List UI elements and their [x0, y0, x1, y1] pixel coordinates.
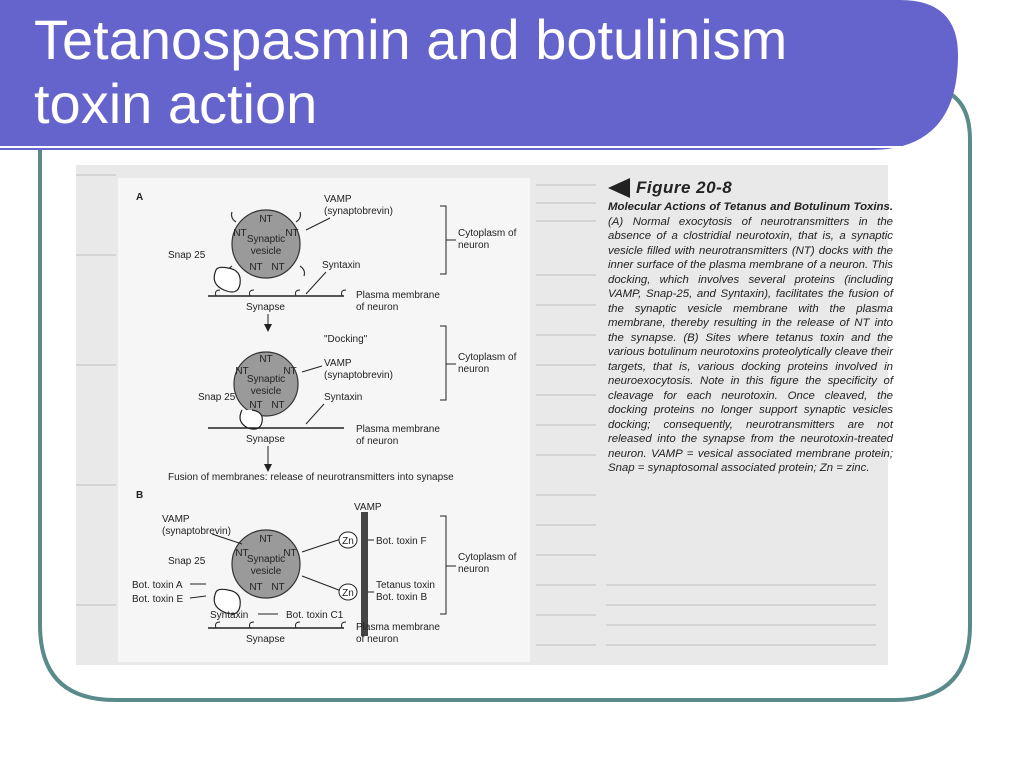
- snap25-label: Snap 25: [168, 250, 206, 261]
- content-frame: [38, 86, 972, 702]
- nt-label: NT: [249, 582, 262, 593]
- nt-label: NT: [259, 354, 272, 365]
- caption-body: Molecular Actions of Tetanus and Botulin…: [608, 200, 893, 476]
- panel-b-label: B: [136, 490, 143, 501]
- nt-label: NT: [283, 366, 296, 377]
- nt-label: NT: [259, 214, 272, 225]
- cytoplasm-bracket: [440, 205, 456, 275]
- vesicle-label-2: vesicle: [251, 566, 282, 577]
- synaptic-vesicle-a2: Synaptic vesicle NT NT NT NT NT: [233, 351, 299, 417]
- snap25-protein: [213, 266, 241, 293]
- slide-title: Tetanospasmin and botulinism toxin actio…: [34, 8, 914, 136]
- nt-label: NT: [249, 262, 262, 273]
- fusion-label: Fusion of membranes: release of neurotra…: [168, 472, 454, 483]
- bot-toxin-f-label: Bot. toxin F: [376, 536, 427, 547]
- nt-label: NT: [259, 534, 272, 545]
- syntaxin-label: Syntaxin: [210, 610, 248, 621]
- zn-label: Zn: [342, 536, 354, 547]
- nt-label: NT: [249, 400, 262, 411]
- nt-label: NT: [271, 400, 284, 411]
- vesicle-label-2: vesicle: [251, 386, 282, 397]
- nt-label: NT: [271, 262, 284, 273]
- cytoplasm-bracket: [440, 515, 456, 615]
- cytoplasm-label-2: neuron: [458, 564, 489, 575]
- nt-label: NT: [271, 582, 284, 593]
- cytoplasm-label-1: Cytoplasm of: [458, 228, 517, 239]
- vesicle-label-2: vesicle: [251, 246, 282, 257]
- nt-label: NT: [283, 548, 296, 559]
- snap25-protein: [213, 588, 241, 615]
- bot-toxin-c1-label: Bot. toxin C1: [286, 610, 344, 621]
- plasma-membrane-label-2: of neuron: [356, 634, 398, 645]
- synapse-label: Synapse: [246, 434, 285, 445]
- vesicle-label-1: Synaptic: [247, 374, 285, 385]
- vesicle-label-1: Synaptic: [247, 554, 285, 565]
- exocytosis-diagram: A Synaptic vesicle NT NT NT NT NT VAMP (…: [132, 192, 517, 645]
- figure-panel: A Synaptic vesicle NT NT NT NT NT VAMP (…: [118, 178, 530, 662]
- caption-title: Molecular Actions of Tetanus and Botulin…: [608, 201, 893, 213]
- synaptic-vesicle-a1: Synaptic vesicle NT NT NT NT NT: [226, 209, 306, 279]
- snap25-protein: [239, 409, 263, 430]
- nt-label: NT: [235, 366, 248, 377]
- synapse-label: Synapse: [246, 634, 285, 645]
- bot-toxin-a-label: Bot. toxin A: [132, 580, 183, 591]
- nt-label: NT: [285, 228, 298, 239]
- caption-text: (A) Normal exocytosis of neurotransmitte…: [608, 215, 893, 475]
- vamp-pointer: [305, 217, 331, 231]
- cytoplasm-label-2: neuron: [458, 240, 489, 251]
- vamp-top-label: VAMP: [354, 502, 382, 513]
- plasma-membrane-label: Plasma membrane: [356, 622, 440, 633]
- plasma-membrane-label-2: of neuron: [356, 302, 398, 313]
- cytoplasm-bracket: [440, 325, 456, 401]
- cytoplasm-label-1: Cytoplasm of: [458, 552, 517, 563]
- bot-toxin-b-label: Bot. toxin B: [376, 592, 427, 603]
- panel-a-label: A: [136, 192, 143, 203]
- caption-header: Figure 20-8: [608, 178, 893, 198]
- zn-protease-f: Zn: [338, 531, 358, 549]
- title-line-1: Tetanospasmin and botulinism: [34, 8, 788, 71]
- synaptobrevin-label: (synaptobrevin): [162, 526, 231, 537]
- plasma-membrane-label: Plasma membrane: [356, 290, 440, 301]
- synaptic-vesicle-b: Synaptic vesicle NT NT NT NT NT: [231, 529, 301, 599]
- plasma-membrane-label: Plasma membrane: [356, 424, 440, 435]
- syntaxin-label: Syntaxin: [324, 392, 362, 403]
- title-line-2: toxin action: [34, 72, 318, 135]
- vesicle-label-1: Synaptic: [247, 234, 285, 245]
- synapse-label: Synapse: [246, 302, 285, 313]
- nt-label: NT: [235, 548, 248, 559]
- figure-caption: Figure 20-8 Molecular Actions of Tetanus…: [608, 178, 893, 476]
- snap25-label: Snap 25: [198, 392, 236, 403]
- tetanus-toxin-label: Tetanus toxin: [376, 580, 435, 591]
- bleed-through-text: [76, 174, 876, 646]
- vamp-bar: [361, 512, 368, 636]
- caption-pointer-icon: [608, 178, 630, 198]
- synaptobrevin-label: (synaptobrevin): [324, 206, 393, 217]
- bot-toxin-e-label: Bot. toxin E: [132, 594, 183, 605]
- snap25-label: Snap 25: [168, 556, 206, 567]
- zn-protease-b: Zn: [338, 583, 358, 601]
- cytoplasm-label-1: Cytoplasm of: [458, 352, 517, 363]
- plasma-membrane-label-2: of neuron: [356, 436, 398, 447]
- cytoplasm-label-2: neuron: [458, 364, 489, 375]
- zn-label: Zn: [342, 588, 354, 599]
- nt-label: NT: [233, 228, 246, 239]
- vamp-label: VAMP: [324, 358, 352, 369]
- syntaxin-label: Syntaxin: [322, 260, 360, 271]
- title-band: [0, 0, 958, 150]
- vamp-label: VAMP: [162, 514, 190, 525]
- synaptobrevin-label: (synaptobrevin): [324, 370, 393, 381]
- vamp-label: VAMP: [324, 194, 352, 205]
- docking-label: "Docking": [324, 334, 368, 345]
- figure-number: Figure 20-8: [636, 178, 733, 197]
